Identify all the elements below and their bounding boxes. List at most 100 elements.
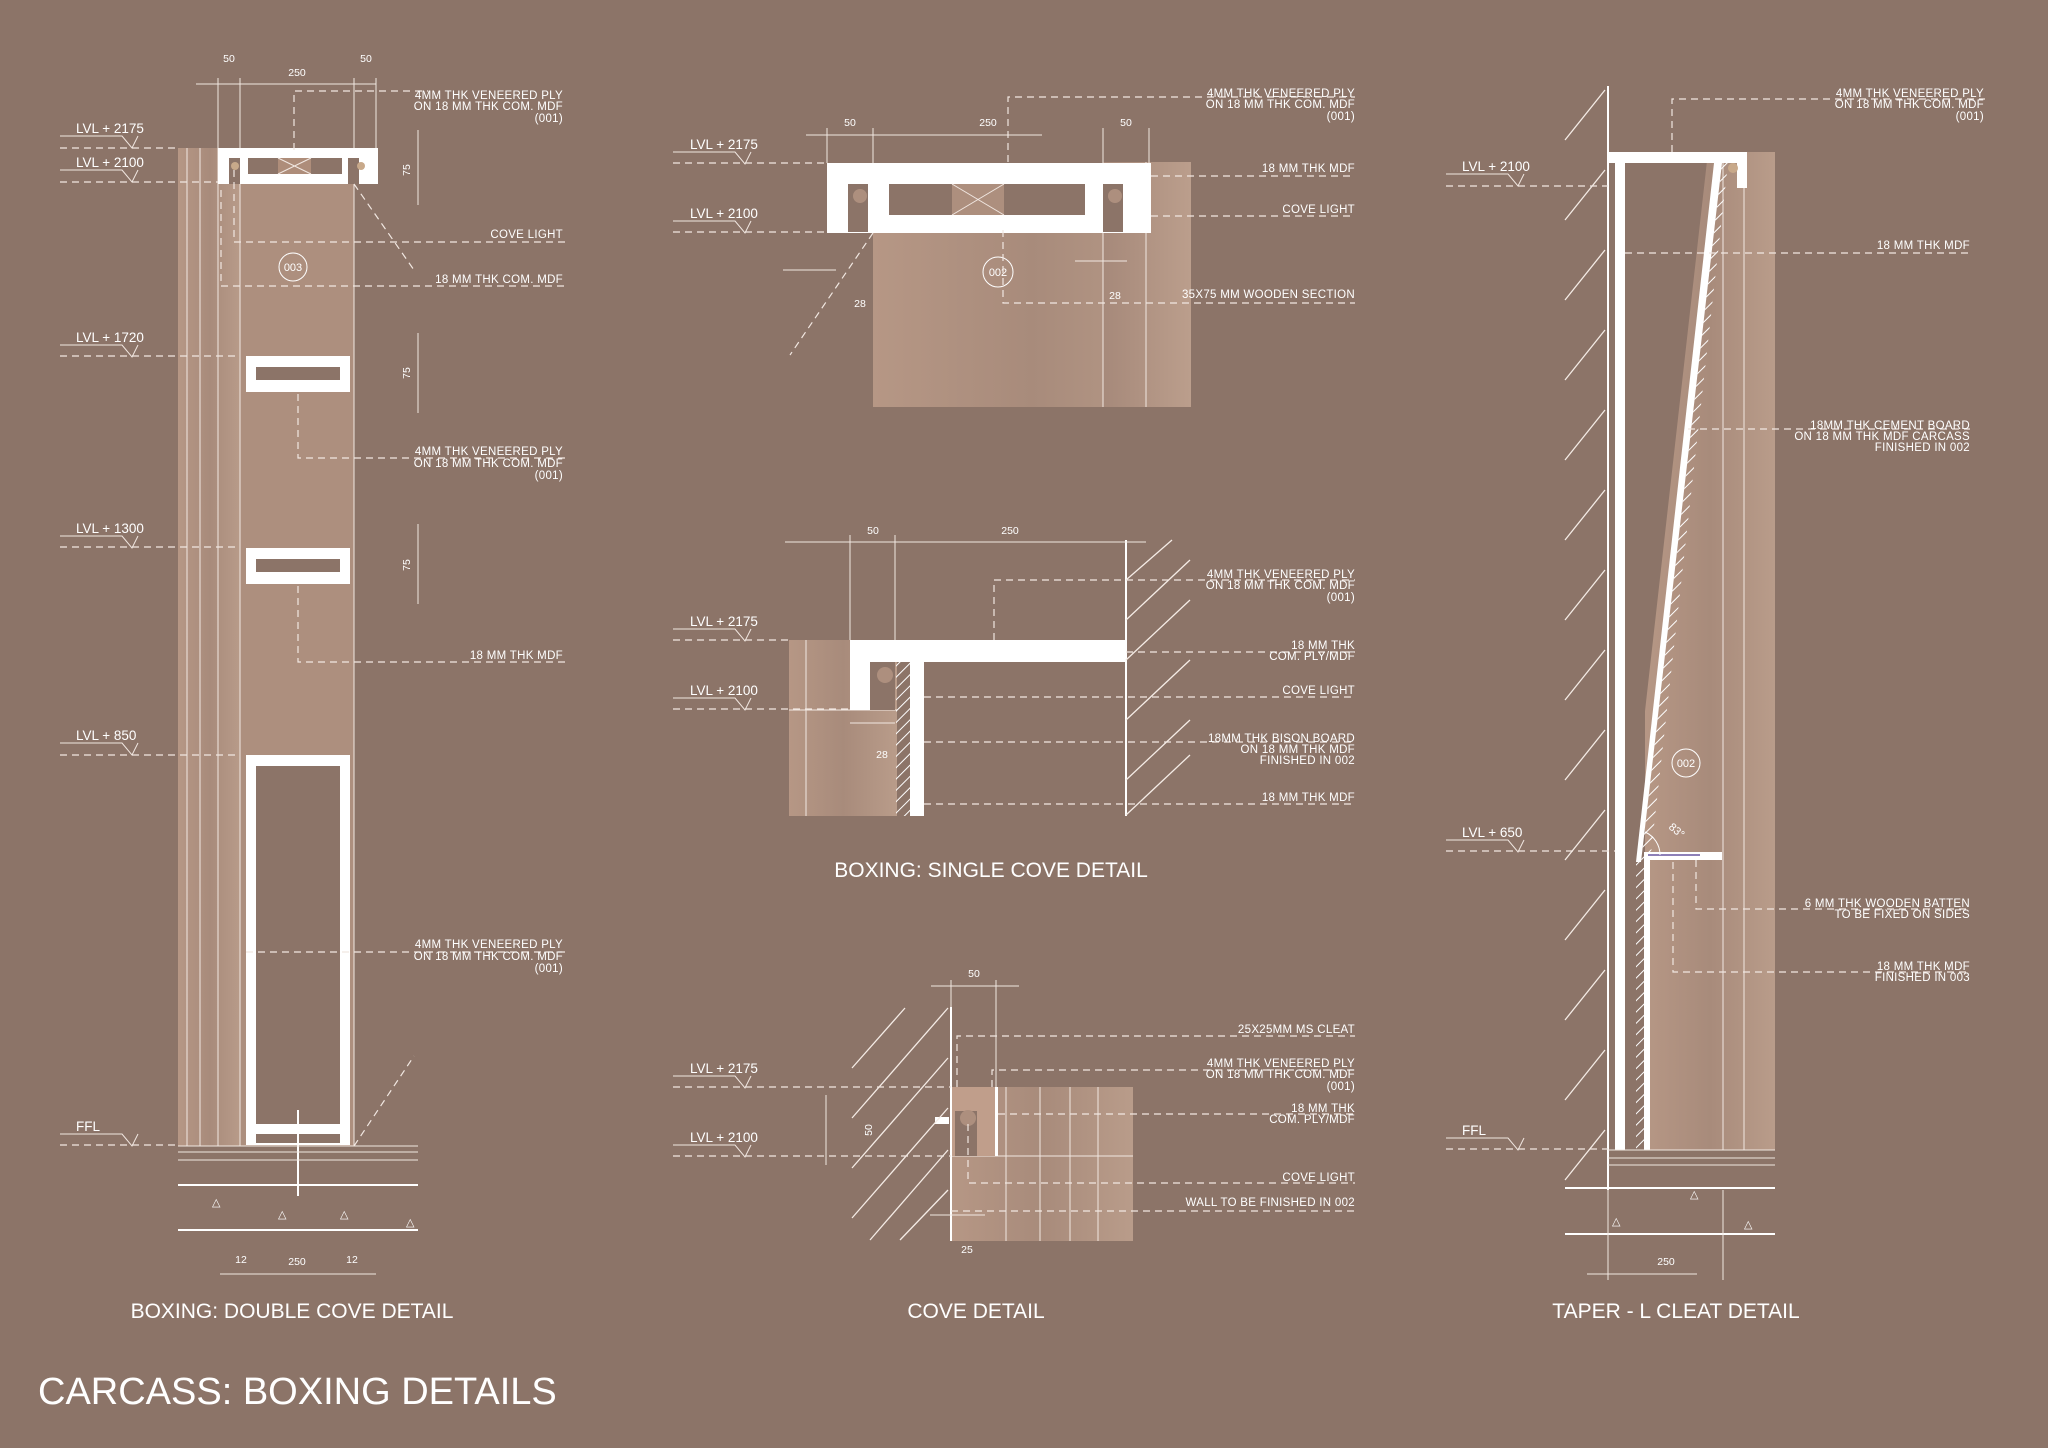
svg-text:LVL + 2175: LVL + 2175 — [76, 121, 144, 136]
detail-single-cove-top: 002 50 250 50 28 28 LVL + 2175 LVL + 210… — [673, 88, 1355, 407]
svg-text:4MM THK VENEERED PLY: 4MM THK VENEERED PLY — [1207, 88, 1355, 100]
svg-text:ON 18 MM THK COM. MDF: ON 18 MM THK COM. MDF — [414, 951, 563, 963]
svg-text:75: 75 — [401, 164, 413, 176]
cove-light-icon — [1108, 189, 1122, 203]
taper-board — [1636, 163, 1722, 862]
sheet-title: CARCASS: BOXING DETAILS — [38, 1371, 557, 1413]
mdf-upright — [1615, 163, 1625, 1150]
svg-text:△: △ — [406, 1217, 415, 1229]
cove-light-icon — [357, 162, 365, 170]
svg-text:50: 50 — [863, 1124, 875, 1136]
svg-text:50: 50 — [223, 53, 235, 65]
svg-text:50: 50 — [867, 525, 879, 537]
svg-text:△: △ — [212, 1197, 221, 1209]
svg-text:250: 250 — [288, 67, 306, 79]
annotations: 4MM THK VENEERED PLY ON 18 MM THK COM. M… — [414, 90, 563, 975]
svg-text:18 MM THK MDF: 18 MM THK MDF — [1877, 240, 1970, 252]
cove-light-icon — [853, 189, 867, 203]
svg-text:28: 28 — [854, 298, 866, 310]
svg-text:FFL: FFL — [76, 1119, 100, 1134]
svg-text:25: 25 — [961, 1244, 973, 1256]
svg-text:18 MM THK COM. MDF: 18 MM THK COM. MDF — [435, 274, 563, 286]
svg-text:50: 50 — [1120, 117, 1132, 129]
svg-text:(001): (001) — [1327, 111, 1355, 123]
svg-text:TO BE FIXED ON SIDES: TO BE FIXED ON SIDES — [1834, 909, 1970, 921]
svg-text:28: 28 — [876, 749, 888, 761]
caption-taper: TAPER - L CLEAT DETAIL — [1552, 1300, 1799, 1323]
side-panel — [178, 148, 242, 1146]
svg-text:(001): (001) — [535, 470, 563, 482]
detail-cove: 50 50 25 LVL + 2175 LVL + 2100 25X25MM M… — [673, 968, 1355, 1323]
svg-text:4MM THK VENEERED PLY: 4MM THK VENEERED PLY — [415, 90, 563, 102]
svg-text:△: △ — [1612, 1216, 1621, 1228]
svg-text:FINISHED IN 002: FINISHED IN 002 — [1260, 755, 1355, 767]
svg-text:COM. PLY/MDF: COM. PLY/MDF — [1269, 651, 1355, 663]
svg-text:25X25MM MS CLEAT: 25X25MM MS CLEAT — [1238, 1024, 1355, 1036]
svg-text:18 MM THK: 18 MM THK — [1291, 640, 1355, 652]
svg-text:18MM THK CEMENT BOARD: 18MM THK CEMENT BOARD — [1810, 420, 1970, 432]
svg-text:(001): (001) — [1327, 592, 1355, 604]
svg-text:FFL: FFL — [1462, 1123, 1486, 1138]
svg-text:250: 250 — [979, 117, 997, 129]
finish-tag: 002 — [989, 267, 1007, 279]
svg-text:18 MM THK MDF: 18 MM THK MDF — [1262, 792, 1355, 804]
svg-text:△: △ — [278, 1209, 287, 1221]
level-markers: LVL + 2175 LVL + 2100 LVL + 1720 LVL + 1… — [60, 121, 240, 1147]
svg-text:18 MM THK MDF: 18 MM THK MDF — [1262, 163, 1355, 175]
svg-text:COVE LIGHT: COVE LIGHT — [1282, 1172, 1355, 1184]
svg-text:4MM THK VENEERED PLY: 4MM THK VENEERED PLY — [1836, 88, 1984, 100]
svg-text:LVL + 2175: LVL + 2175 — [690, 614, 758, 629]
svg-text:COVE LIGHT: COVE LIGHT — [490, 229, 563, 241]
caption-double-cove: BOXING: DOUBLE COVE DETAIL — [131, 1300, 454, 1323]
svg-text:LVL + 2175: LVL + 2175 — [690, 1061, 758, 1076]
svg-text:LVL + 2100: LVL + 2100 — [690, 1130, 758, 1145]
cove-light-icon — [877, 667, 893, 683]
svg-text:50: 50 — [968, 968, 980, 980]
svg-text:△: △ — [1690, 1189, 1699, 1201]
svg-text:ON 18 MM THK COM. MDF: ON 18 MM THK COM. MDF — [1206, 1069, 1355, 1081]
svg-text:ON 18 MM THK COM. MDF: ON 18 MM THK COM. MDF — [414, 458, 563, 470]
svg-text:ON 18 MM THK MDF CARCASS: ON 18 MM THK MDF CARCASS — [1794, 431, 1970, 443]
detail-single-cove: 50 250 28 LVL + 2175 LVL + 2100 4MM THK … — [673, 525, 1355, 882]
bison-board — [896, 662, 910, 816]
svg-text:LVL + 1720: LVL + 1720 — [76, 330, 144, 345]
svg-text:LVL + 850: LVL + 850 — [76, 728, 136, 743]
svg-text:△: △ — [340, 1209, 349, 1221]
finish-tag: 003 — [284, 262, 302, 274]
cove-light-icon — [231, 162, 239, 170]
svg-text:250: 250 — [1001, 525, 1019, 537]
svg-text:12: 12 — [235, 1254, 247, 1266]
svg-text:18 MM THK MDF: 18 MM THK MDF — [470, 650, 563, 662]
svg-text:LVL + 2100: LVL + 2100 — [690, 206, 758, 221]
svg-text:ON 18 MM THK COM. MDF: ON 18 MM THK COM. MDF — [414, 101, 563, 113]
svg-text:4MM THK VENEERED PLY: 4MM THK VENEERED PLY — [1207, 1058, 1355, 1070]
svg-text:ON 18 MM THK COM. MDF: ON 18 MM THK COM. MDF — [1206, 99, 1355, 111]
svg-text:LVL + 2100: LVL + 2100 — [1462, 159, 1530, 174]
caption-cove: COVE DETAIL — [907, 1300, 1044, 1323]
svg-text:250: 250 — [1657, 1256, 1675, 1268]
ms-cleat — [995, 1087, 998, 1156]
svg-text:250: 250 — [288, 1256, 306, 1268]
svg-text:50: 50 — [360, 53, 372, 65]
top-board — [850, 640, 1126, 662]
svg-text:ON 18 MM THK COM. MDF: ON 18 MM THK COM. MDF — [1206, 580, 1355, 592]
svg-text:4MM THK VENEERED PLY: 4MM THK VENEERED PLY — [1207, 569, 1355, 581]
screw-icon — [935, 1117, 949, 1124]
svg-text:75: 75 — [401, 559, 413, 571]
svg-text:LVL + 1300: LVL + 1300 — [76, 521, 144, 536]
svg-text:18 MM THK MDF: 18 MM THK MDF — [1877, 961, 1970, 973]
svg-text:△: △ — [1744, 1219, 1753, 1231]
svg-text:LVL + 650: LVL + 650 — [1462, 825, 1522, 840]
top-board — [1608, 152, 1747, 163]
svg-text:LVL + 2175: LVL + 2175 — [690, 137, 758, 152]
svg-text:LVL + 2100: LVL + 2100 — [690, 683, 758, 698]
svg-text:50: 50 — [844, 117, 856, 129]
finish-tag: 002 — [1677, 758, 1695, 770]
svg-text:28: 28 — [1109, 290, 1121, 302]
svg-text:COM. PLY/MDF: COM. PLY/MDF — [1269, 1114, 1355, 1126]
svg-text:75: 75 — [401, 367, 413, 379]
svg-text:(001): (001) — [535, 113, 563, 125]
svg-text:35X75 MM WOODEN SECTION: 35X75 MM WOODEN SECTION — [1182, 289, 1355, 301]
detail-double-cove: △△△△ 003 50 250 50 75 75 75 12 250 12 — [60, 53, 565, 1323]
